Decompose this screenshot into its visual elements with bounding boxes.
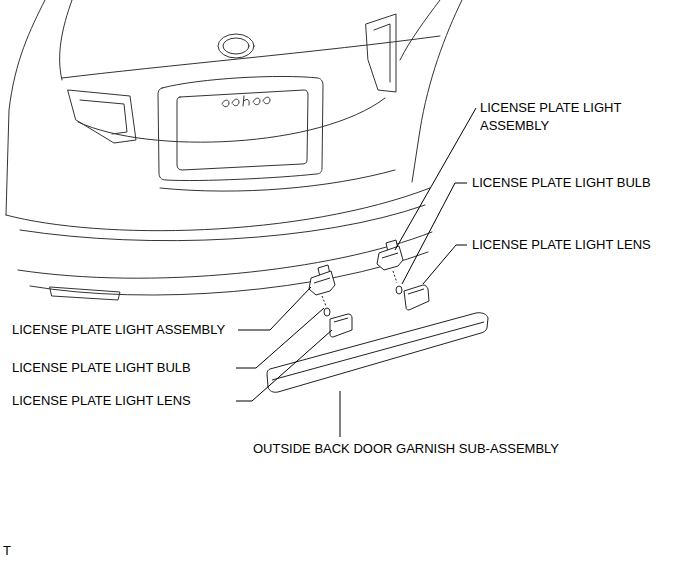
light-lens	[408, 289, 424, 294]
center-line	[322, 296, 326, 306]
leader-line	[236, 330, 332, 401]
back-door-garnish	[267, 313, 488, 393]
tail-light	[68, 90, 136, 143]
logo-script	[222, 96, 270, 107]
light-assembly	[309, 271, 335, 295]
pillar-line	[60, 0, 72, 80]
part-label: OUTSIDE BACK DOOR GARNISH SUB-ASSEMBLY	[253, 440, 559, 458]
leader-line	[402, 183, 467, 284]
plate-recess	[158, 76, 323, 180]
leader-line	[423, 245, 467, 284]
emblem	[223, 38, 249, 54]
bumper-line	[30, 252, 428, 295]
part-label: LICENSE PLATE LIGHT ASSEMBLY	[480, 99, 650, 135]
light-lens	[334, 318, 348, 322]
back-door-garnish	[272, 322, 484, 380]
part-label: LICENSE PLATE LIGHT BULB	[12, 359, 191, 377]
light-bulb	[396, 286, 402, 294]
emblem	[218, 34, 254, 58]
leader-line	[236, 308, 324, 368]
bumper-line	[20, 205, 425, 241]
drawing-code: T	[3, 542, 11, 560]
light-lens	[404, 285, 429, 310]
light-bulb	[324, 308, 330, 316]
center-line	[393, 271, 397, 283]
leader-line	[238, 287, 311, 330]
light-assembly	[382, 253, 398, 258]
reflector	[50, 287, 120, 300]
body-outline	[412, 0, 462, 182]
hatch-line	[62, 36, 440, 78]
body-line	[160, 170, 395, 191]
tail-light	[80, 100, 127, 134]
pillar-line	[400, 0, 440, 60]
leader-line	[395, 108, 476, 250]
plate-recess	[177, 90, 308, 170]
bumper-line	[18, 232, 432, 278]
hatch-line	[78, 98, 385, 142]
tail-light	[374, 24, 390, 82]
light-assembly	[314, 278, 330, 283]
body-outline	[6, 0, 45, 215]
part-label: LICENSE PLATE LIGHT LENS	[12, 392, 191, 410]
tail-light	[366, 14, 396, 92]
bumper-line	[6, 188, 430, 231]
part-label: LICENSE PLATE LIGHT LENS	[472, 236, 651, 254]
leader-line	[340, 391, 341, 437]
part-label: LICENSE PLATE LIGHT BULB	[472, 174, 651, 192]
light-assembly	[377, 246, 403, 270]
part-label: LICENSE PLATE LIGHT ASSEMBLY	[12, 321, 225, 339]
light-lens	[330, 314, 352, 337]
